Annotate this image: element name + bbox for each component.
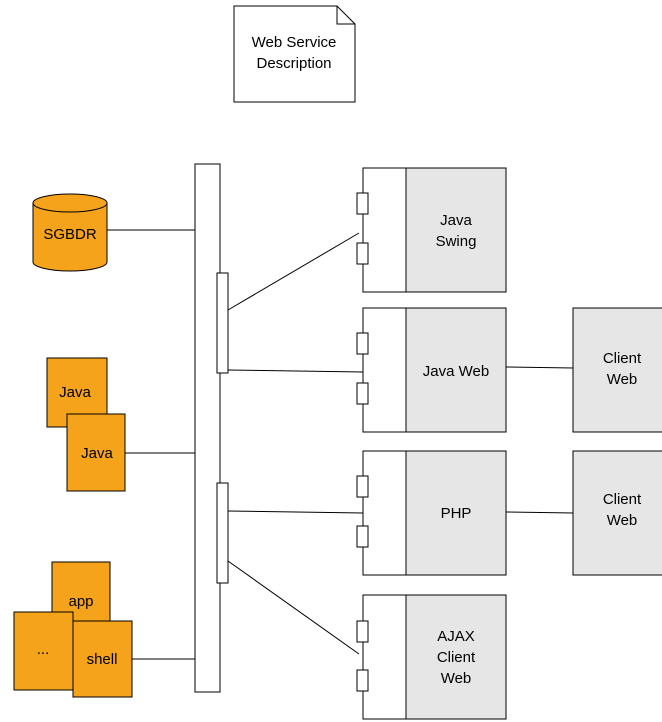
client-web-2-line1: Client [603, 491, 642, 508]
java-file-label: Java [81, 445, 113, 462]
component-left-panel [362, 167, 407, 293]
component-left-panel [362, 594, 407, 720]
java-web-label: Java Web [423, 363, 489, 380]
document-icon [72, 620, 133, 698]
component-java-web[interactable]: Java Web [356, 307, 507, 433]
edge-bus-java-web [227, 369, 364, 373]
edge-java-web-client [505, 366, 574, 369]
component-body [405, 450, 507, 576]
service-bus[interactable] [194, 163, 229, 693]
php-label: PHP [441, 505, 472, 522]
ajax-label-line1: AJAX [437, 628, 475, 645]
component-port-icon [356, 620, 369, 643]
client-box [572, 307, 662, 433]
java-swing-label-line2: Swing [436, 233, 477, 250]
java-file-label: Java [59, 384, 91, 401]
bus-port-lower [216, 482, 229, 584]
component-port-icon [356, 332, 369, 355]
connections [107, 229, 574, 660]
edge-php-client [505, 511, 574, 514]
component-left-panel [362, 450, 407, 576]
client-web-1-line2: Web [607, 371, 638, 388]
component-port-icon [356, 525, 369, 548]
edge-bus-java-swing [227, 232, 360, 311]
database-top [32, 193, 108, 213]
bus-bar [194, 163, 221, 693]
wsdl-document[interactable]: Web Service Description [233, 5, 356, 103]
bus-port-upper [216, 272, 229, 374]
shell-file[interactable]: shell [72, 620, 133, 698]
wsdl-label-line2: Description [256, 55, 331, 72]
component-port-icon [356, 242, 369, 265]
wsdl-fold-corner [336, 6, 355, 25]
ajax-label-line3: Web [441, 670, 472, 687]
component-ajax-client-web[interactable]: AJAX Client Web [356, 594, 507, 720]
component-port-icon [356, 475, 369, 498]
database-label: SGBDR [43, 226, 97, 243]
component-body [405, 594, 507, 720]
ellipsis-file[interactable]: ... [13, 611, 74, 691]
component-body [405, 307, 507, 433]
java-file-back[interactable]: Java [66, 413, 126, 492]
edge-bus-ajax [227, 560, 360, 655]
component-port-icon [356, 669, 369, 692]
client-web-2-line2: Web [607, 512, 638, 529]
client-web-1-line1: Client [603, 350, 642, 367]
component-java-swing[interactable]: Java Swing [356, 167, 507, 293]
ellipsis-file-label: ... [37, 641, 50, 658]
shell-file-label: shell [87, 651, 118, 668]
java-swing-label-line1: Java [440, 212, 472, 229]
client-box [572, 450, 662, 576]
component-body [405, 167, 507, 293]
wsdl-label-line1: Web Service [252, 34, 337, 51]
document-icon [66, 413, 126, 492]
component-left-panel [362, 307, 407, 433]
ajax-label-line2: Client [437, 649, 476, 666]
client-web-2[interactable]: Client Web [572, 450, 662, 576]
database-sgbdr[interactable]: SGBDR [32, 193, 108, 272]
component-php[interactable]: PHP [356, 450, 507, 576]
component-port-icon [356, 192, 369, 215]
app-file-label: app [68, 593, 93, 610]
wsdl-document-shape [233, 5, 356, 103]
component-port-icon [356, 382, 369, 405]
client-web-1[interactable]: Client Web [572, 307, 662, 433]
edge-bus-php [227, 510, 364, 514]
database-cylinder-icon [32, 202, 108, 272]
